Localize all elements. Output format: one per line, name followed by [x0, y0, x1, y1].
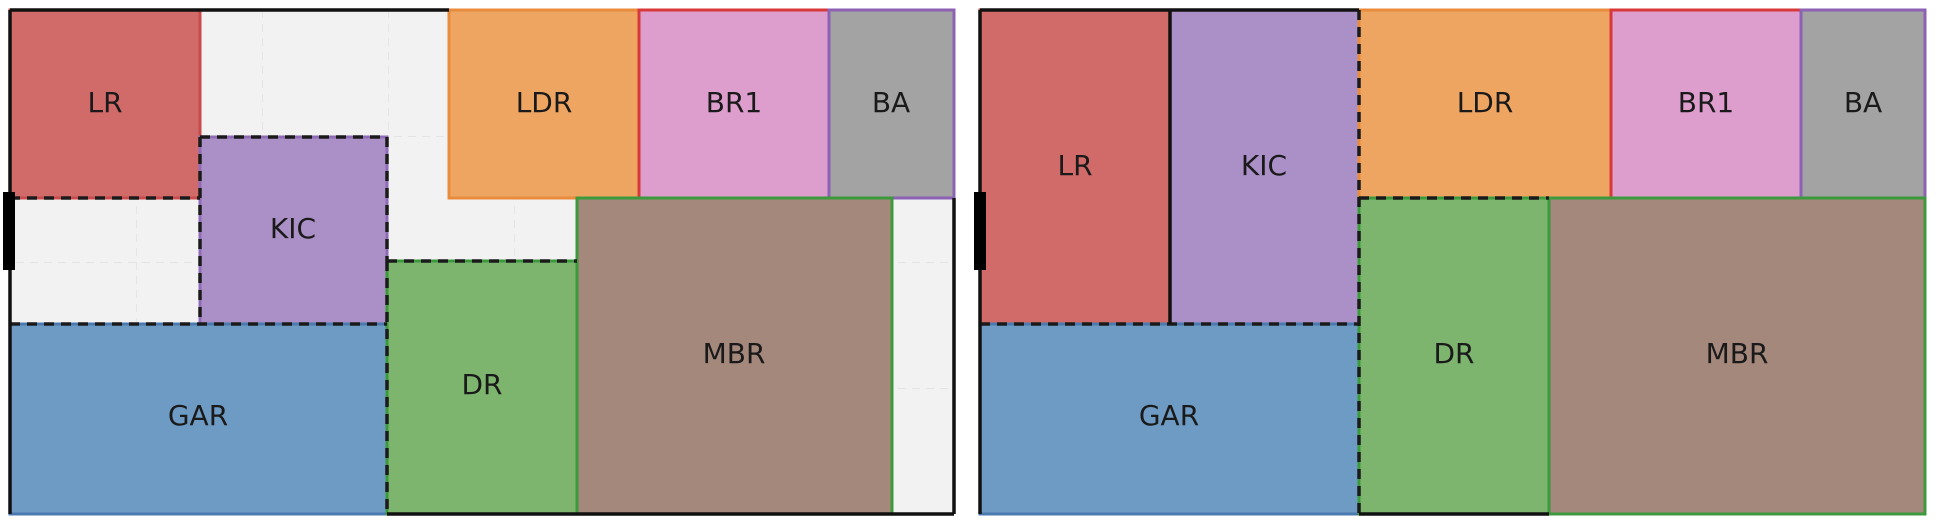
room-label-gar: GAR: [168, 399, 228, 432]
plan-left-dashed-walls: [10, 135, 577, 514]
room-label-dr: DR: [461, 368, 502, 401]
room-label-ba: BA: [1844, 86, 1882, 119]
entrance-door: [974, 192, 986, 270]
room-label-ldr: LDR: [1457, 86, 1514, 119]
room-label-ba: BA: [872, 86, 910, 119]
room-dr: [1357, 196, 1551, 516]
room-mbr: [575, 196, 894, 516]
room-br1: [1609, 8, 1803, 200]
room-label-dr: DR: [1433, 337, 1474, 370]
room-label-kic: KIC: [270, 212, 316, 245]
room-label-br1: BR1: [706, 86, 762, 119]
room-label-ldr: LDR: [516, 86, 573, 119]
room-ba: [827, 8, 956, 200]
entrance-door: [3, 192, 15, 270]
room-label-br1: BR1: [1678, 86, 1734, 119]
plan-left-outer-walls: [8, 8, 956, 516]
room-br1: [637, 8, 831, 200]
room-label-gar: GAR: [1139, 399, 1199, 432]
plan-left: LR KIC LDR BR1 BA GAR DR MBR: [3, 8, 956, 516]
room-label-lr: LR: [87, 86, 122, 119]
room-label-mbr: MBR: [1706, 337, 1769, 370]
room-label-kic: KIC: [1241, 149, 1287, 182]
room-mbr: [1547, 196, 1927, 516]
room-ba: [1799, 8, 1927, 200]
room-gar: [978, 322, 1361, 516]
room-gar: [8, 322, 389, 516]
room-dr: [385, 259, 579, 516]
plan-right: LR KIC LDR BR1 BA GAR DR MBR: [974, 8, 1927, 516]
room-label-mbr: MBR: [703, 337, 766, 370]
room-label-lr: LR: [1057, 149, 1092, 182]
